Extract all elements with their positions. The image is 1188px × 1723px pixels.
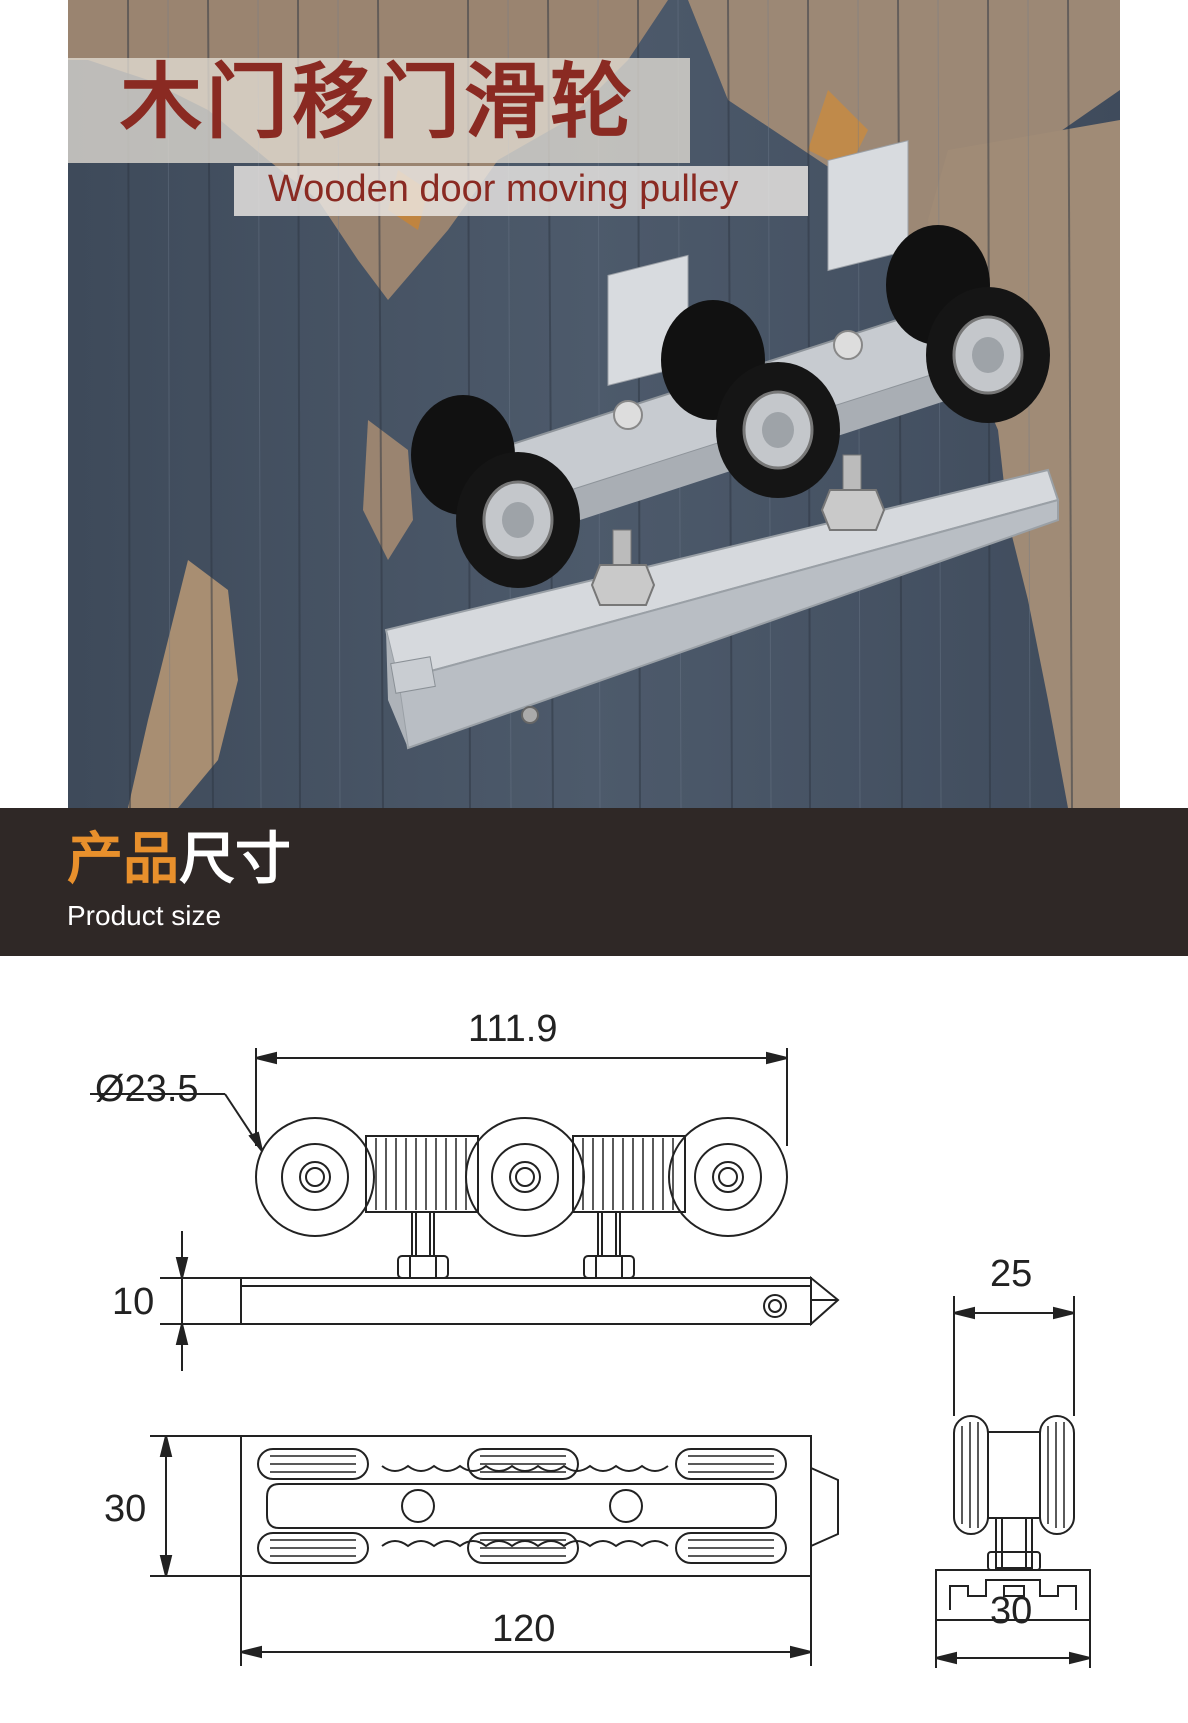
technical-drawing — [90, 1048, 1091, 1668]
wheel-outline — [255, 1117, 375, 1237]
section-title-accent: 产品 — [67, 827, 179, 892]
pulley-product-photo — [384, 139, 1060, 750]
arrow-head — [766, 1051, 788, 1065]
product-title-en: Wooden door moving pulley — [268, 168, 739, 210]
section-title-en: Product size — [67, 900, 222, 931]
title-band — [68, 58, 690, 163]
dim-label-profile-top: 25 — [990, 1253, 1033, 1295]
wheel-profile — [953, 1415, 989, 1535]
arrow-head — [255, 1051, 277, 1065]
dim-label-width: 30 — [104, 1488, 147, 1530]
subtitle-band — [234, 166, 808, 216]
profile-view — [935, 1415, 1091, 1621]
ribbed-block — [572, 1135, 686, 1213]
dim-label-length-bottom: 120 — [492, 1608, 556, 1650]
dim-label-length-top: 111.9 — [468, 1008, 558, 1050]
top-view — [240, 1435, 839, 1577]
arrow-head — [248, 1131, 263, 1152]
section-title-plain: 尺寸 — [179, 827, 291, 892]
dim-label-height: 10 — [112, 1281, 155, 1323]
hero-image: 木门移门滑轮 Wooden door moving pulley — [68, 0, 1120, 808]
section-header — [0, 808, 1188, 956]
product-title-cn: 木门移门滑轮 — [120, 55, 637, 150]
wheel-outline — [668, 1117, 788, 1237]
section-title-cn: 产品尺寸 — [67, 832, 291, 888]
wheel-outline — [465, 1117, 585, 1237]
side-view — [240, 1117, 840, 1327]
wheel-photo — [411, 225, 1050, 588]
ribbed-block — [365, 1135, 479, 1213]
rail-side — [240, 1277, 812, 1325]
dim-label-diameter: Ø23.5 — [95, 1068, 199, 1110]
wheel-profile — [1039, 1415, 1075, 1535]
rail-top — [240, 1435, 812, 1577]
dim-label-profile-bottom: 30 — [990, 1590, 1033, 1632]
